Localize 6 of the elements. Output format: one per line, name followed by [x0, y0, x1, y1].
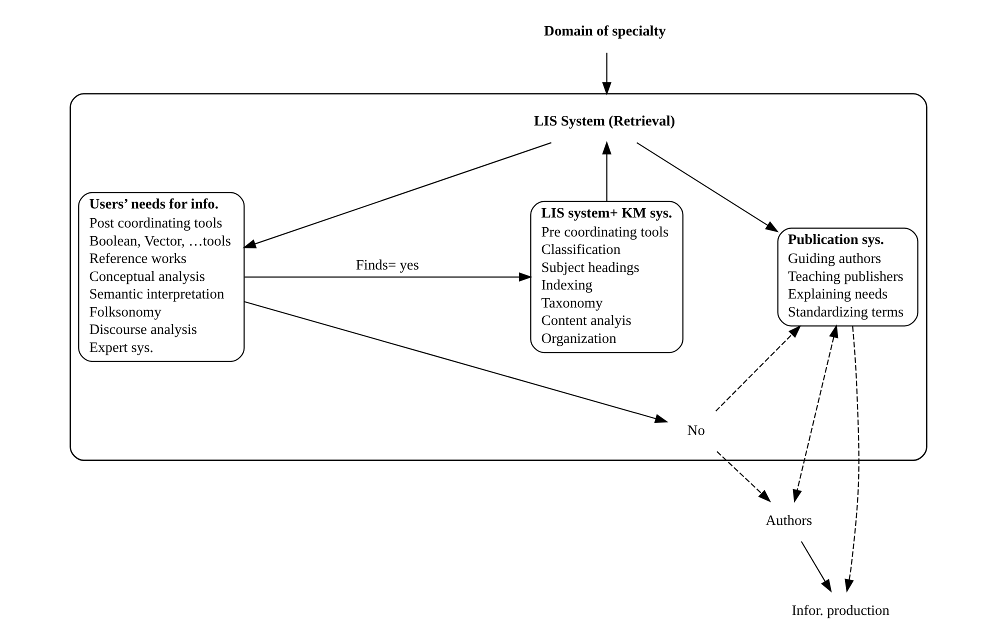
- node-text: No: [687, 423, 705, 440]
- edge-label: Finds= yes: [356, 258, 419, 274]
- node-text: LIS System (Retrieval): [534, 113, 676, 130]
- node-text: Authors: [766, 513, 812, 530]
- node-text: Domain of specialty: [544, 23, 666, 40]
- node-text: Infor. production: [792, 603, 890, 620]
